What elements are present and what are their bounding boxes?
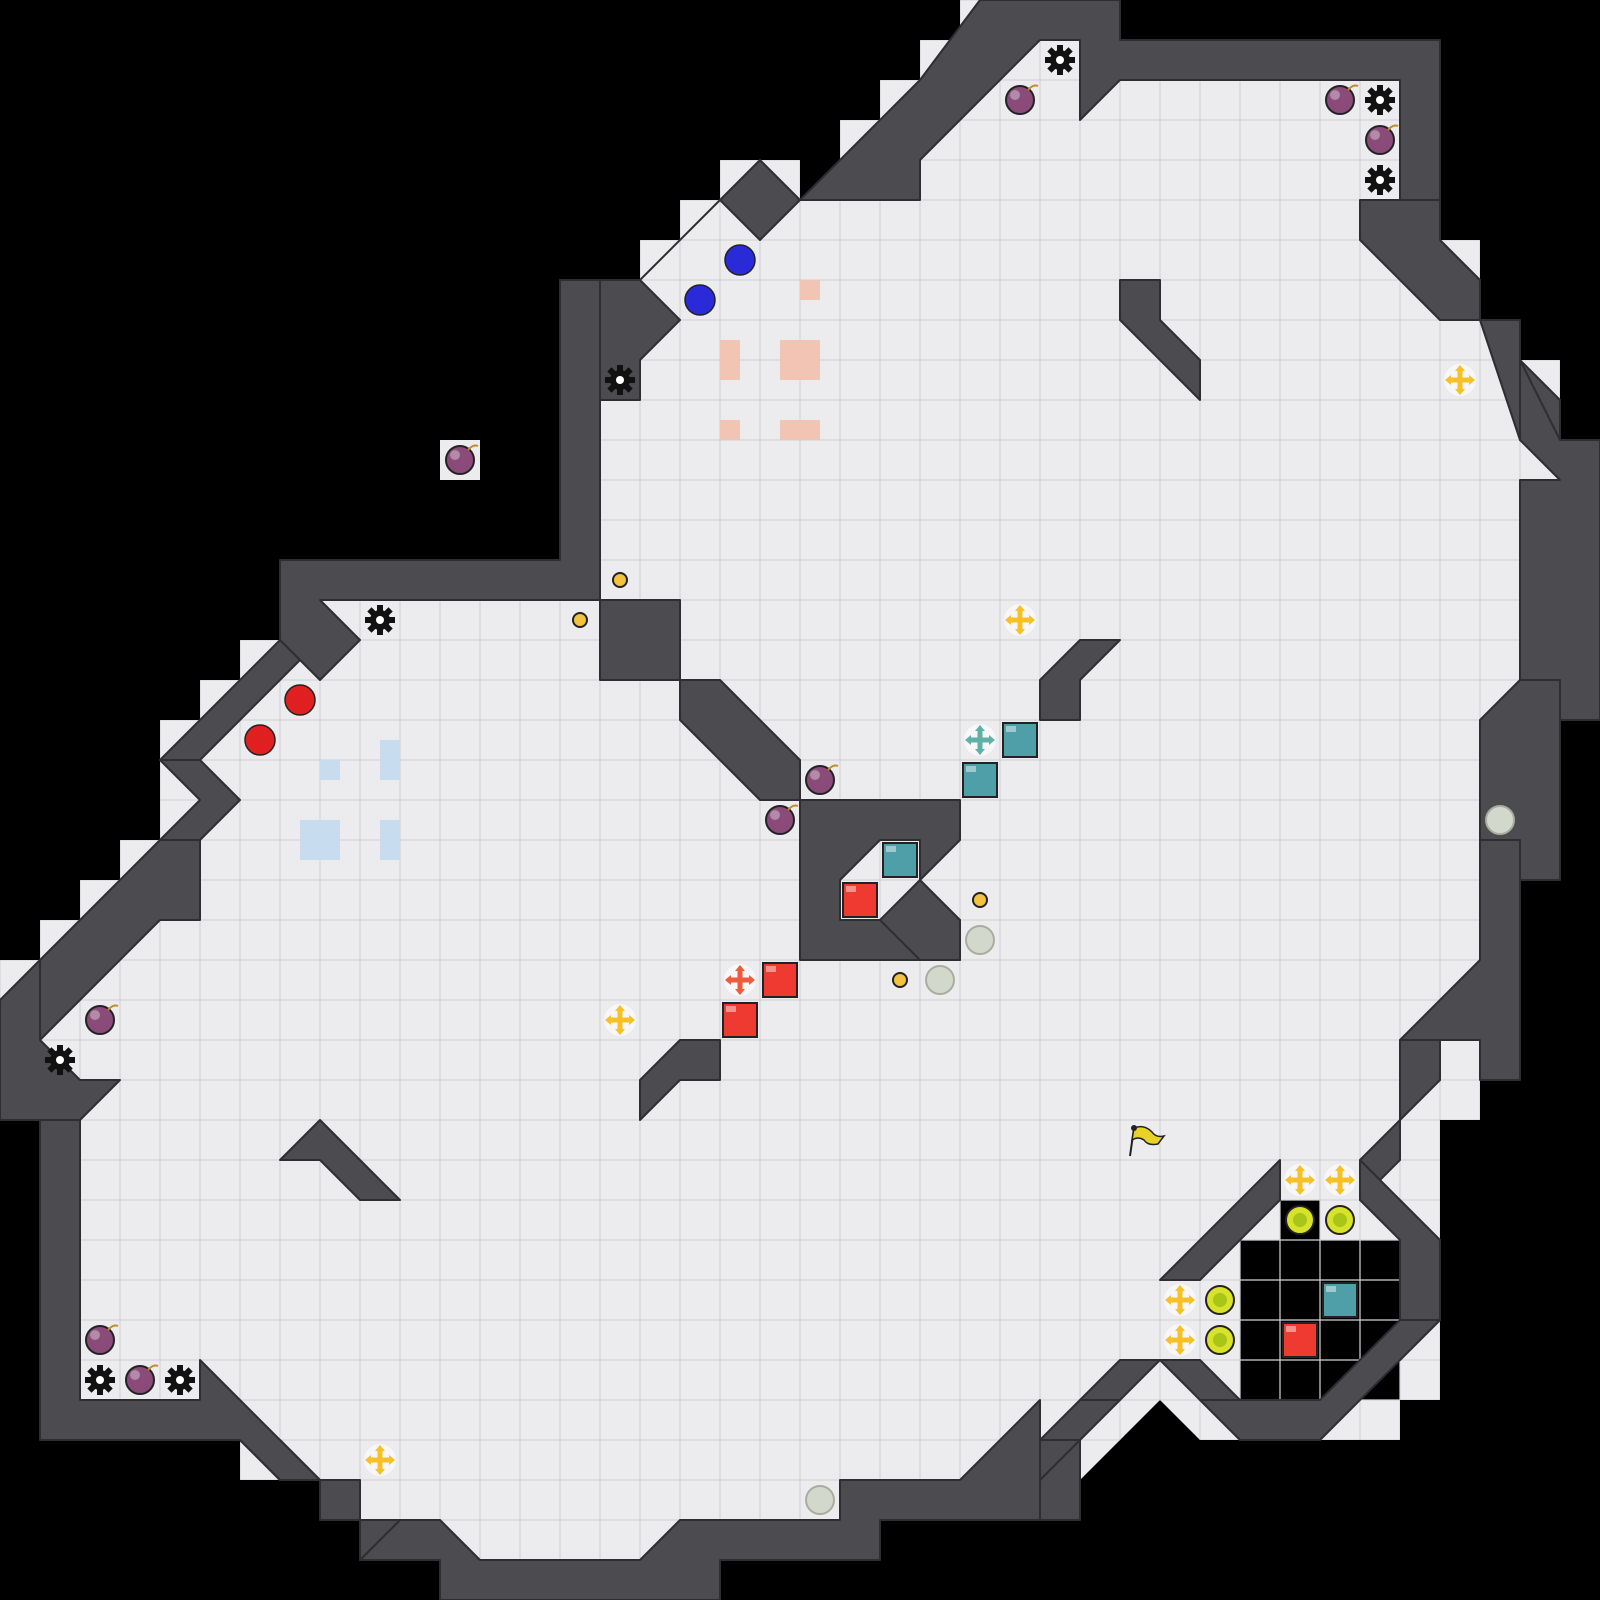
box-red[interactable]	[1282, 1322, 1318, 1358]
player-red[interactable]	[244, 724, 276, 756]
coin-icon	[572, 612, 588, 628]
move-arrows-icon	[1164, 1284, 1196, 1316]
gear-icon	[85, 1365, 115, 1395]
wall	[639, 1039, 721, 1121]
wall	[319, 1479, 361, 1521]
box-teal[interactable]	[1322, 1282, 1358, 1318]
move-arrows-icon	[1324, 1164, 1356, 1196]
bomb-icon	[85, 1004, 119, 1035]
target-pad-red	[800, 280, 820, 300]
box-teal[interactable]	[962, 762, 998, 798]
bomb-icon	[445, 444, 479, 475]
gear-icon	[1045, 45, 1075, 75]
target-pad-blue	[320, 820, 340, 840]
bomb-icon	[1365, 124, 1399, 155]
bomb-icon	[805, 764, 839, 795]
wall	[279, 279, 601, 681]
box-teal[interactable]	[882, 842, 918, 878]
target-pad-red	[780, 340, 800, 360]
player-red[interactable]	[284, 684, 316, 716]
wall	[279, 1119, 401, 1201]
bomb-icon	[125, 1364, 159, 1395]
move-arrows-icon	[1284, 1164, 1316, 1196]
wall	[39, 1119, 321, 1481]
switch-icon	[1205, 1285, 1235, 1315]
wall	[1039, 1439, 1081, 1481]
target-pad-blue	[300, 840, 320, 860]
gear-icon	[605, 365, 635, 395]
switch-icon	[1325, 1205, 1355, 1235]
bomb-icon	[765, 804, 799, 835]
switch-icon	[1205, 1325, 1235, 1355]
target-pad-blue	[380, 740, 400, 760]
coin-icon	[972, 892, 988, 908]
bomb-icon	[85, 1324, 119, 1355]
orb-icon	[1485, 805, 1515, 835]
gear-icon	[1365, 165, 1395, 195]
target-pad-red	[800, 420, 820, 440]
target-pad-red	[780, 360, 800, 380]
gear-icon	[165, 1365, 195, 1395]
wall	[1159, 1159, 1281, 1281]
target-pad-blue	[380, 840, 400, 860]
move-arrows-icon	[1444, 364, 1476, 396]
gear-icon	[365, 605, 395, 635]
wall	[1359, 1039, 1441, 1201]
wall	[1199, 1319, 1441, 1441]
switch-icon	[1285, 1205, 1315, 1235]
goal-flag-icon[interactable]	[1129, 1125, 1166, 1157]
move-arrows-icon	[364, 1444, 396, 1476]
gear-icon	[1365, 85, 1395, 115]
player-blue[interactable]	[684, 284, 716, 316]
wall	[359, 1519, 401, 1561]
target-pad-red	[800, 340, 820, 360]
orb-icon	[965, 925, 995, 955]
move-arrows-icon	[604, 1004, 636, 1036]
move-arrows-icon	[1004, 604, 1036, 636]
target-pad-blue	[320, 840, 340, 860]
wall	[1079, 1359, 1241, 1401]
coin-icon	[892, 972, 908, 988]
wall	[1039, 639, 1121, 721]
move-arrows-icon	[724, 964, 756, 996]
target-pad-blue	[320, 760, 340, 780]
target-pad-red	[720, 360, 740, 380]
bomb-icon	[1325, 84, 1359, 115]
wall	[599, 599, 681, 681]
object-layer	[45, 45, 1515, 1515]
box-red[interactable]	[762, 962, 798, 998]
move-arrows-icon	[964, 724, 996, 756]
wall	[879, 879, 961, 961]
target-pad-blue	[380, 760, 400, 780]
orb-icon	[805, 1485, 835, 1515]
target-pad-red	[780, 420, 800, 440]
gear-icon	[45, 1045, 75, 1075]
box-teal[interactable]	[1002, 722, 1038, 758]
coin-icon	[612, 572, 628, 588]
box-red[interactable]	[722, 1002, 758, 1038]
target-pad-blue	[380, 820, 400, 840]
target-pad-blue	[300, 820, 320, 840]
target-pad-red	[720, 340, 740, 360]
wall	[1119, 279, 1201, 401]
player-blue[interactable]	[724, 244, 756, 276]
move-arrows-icon	[1164, 1324, 1196, 1356]
target-pad-red	[720, 420, 740, 440]
box-red[interactable]	[842, 882, 878, 918]
target-pad-red	[800, 360, 820, 380]
bomb-icon	[1005, 84, 1039, 115]
orb-icon	[925, 965, 955, 995]
